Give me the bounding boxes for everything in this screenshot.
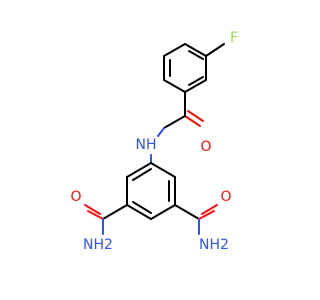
carbonyl-double-bond [201,204,218,215]
amine-label-right: NH2 [199,237,229,253]
bond [102,204,128,220]
bond [132,168,152,181]
amide-nitrogen-label: NH [136,137,157,153]
bond [126,204,152,220]
oxygen-atom-label: O [200,139,211,155]
bond [163,43,186,57]
carbonyl-double-bond [198,210,215,220]
bond [163,115,186,129]
left-carboxamide [84,204,128,235]
amine-label-left: NH2 [83,237,113,253]
carbonyl-double-bond [184,115,201,127]
carbonyl-double-bond [84,204,101,215]
bond [126,162,152,178]
bond [184,79,207,93]
central-benzene-ring [126,162,176,220]
bond [184,43,207,57]
oxygen-atom-label-right: O [220,189,231,205]
oxygen-atom-label-left: O [70,189,81,205]
bond-to-fluorine [205,43,225,57]
carbonyl-double-bond [187,110,204,122]
bond-to-nitrogen [157,127,165,137]
bond [163,79,186,93]
amide-linker [150,91,204,164]
bond [174,204,200,220]
molecule-structure-diagram: F O NH O NH2 O NH2 [70,30,238,253]
bond [150,162,176,178]
fluorine-atom-label: F [230,30,238,46]
right-carboxamide [174,204,218,235]
carbonyl-double-bond [87,210,104,220]
bond [132,201,152,214]
bond [188,50,204,60]
bond [150,204,176,220]
bond [188,76,204,86]
fluorophenyl-ring [163,43,225,93]
